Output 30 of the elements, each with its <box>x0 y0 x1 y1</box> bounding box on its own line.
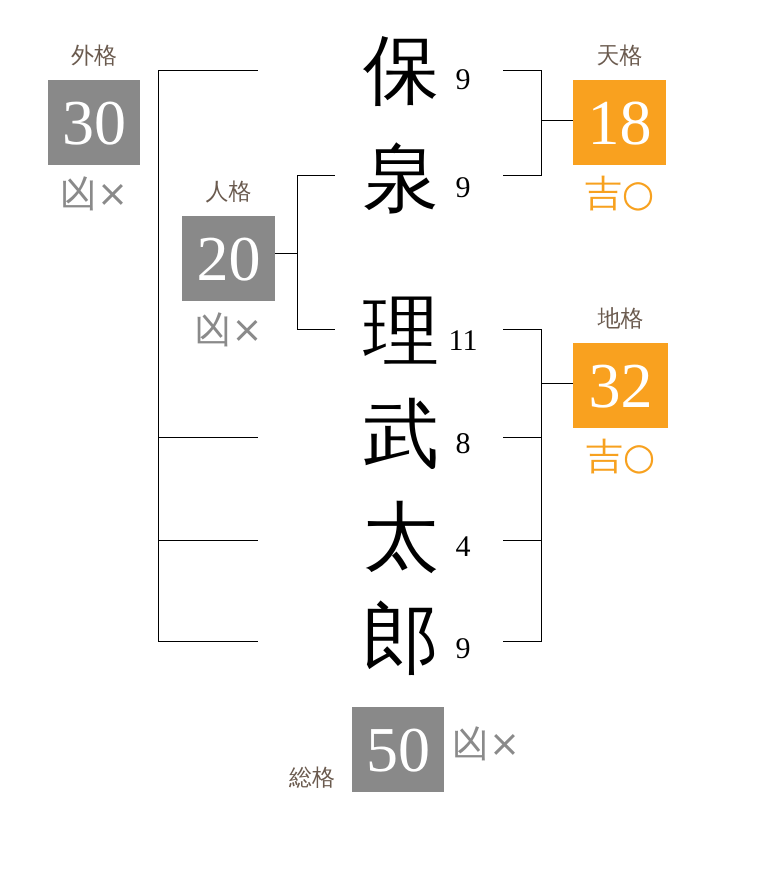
grade-label: 人格 <box>206 178 252 206</box>
grade-label: 天格 <box>596 42 642 70</box>
kanji-character: 太 <box>363 492 439 582</box>
kanji-character: 郎 <box>363 594 439 684</box>
stroke-count: 9 <box>456 63 470 97</box>
score-box: 18 <box>573 80 666 165</box>
verdict-label: 凶× <box>452 723 520 765</box>
kanji-character: 武 <box>363 389 439 479</box>
stroke-count: 11 <box>448 324 478 358</box>
verdict-label: 吉○ <box>584 173 654 215</box>
score-box: 20 <box>182 216 275 301</box>
score-box: 50 <box>352 707 444 792</box>
stroke-count: 9 <box>456 171 470 205</box>
grade-label: 外格 <box>71 42 117 70</box>
grade-label: 総格 <box>289 764 335 792</box>
bracket-line <box>502 383 574 642</box>
verdict-label: 凶× <box>60 173 128 215</box>
verdict-label: 凶× <box>194 309 262 351</box>
kanji-character: 泉 <box>363 133 439 223</box>
score-box: 30 <box>48 80 140 165</box>
kanji-character: 保 <box>363 25 439 115</box>
verdict-label: 吉○ <box>586 436 656 478</box>
score-box: 32 <box>573 343 668 428</box>
bracket-line <box>502 120 574 176</box>
stroke-count: 8 <box>456 427 470 461</box>
stroke-count: 4 <box>456 530 470 564</box>
kanji-character: 理 <box>363 286 439 376</box>
stroke-count: 9 <box>456 632 470 666</box>
bracket-line <box>274 253 336 330</box>
grade-label: 地格 <box>598 305 644 333</box>
